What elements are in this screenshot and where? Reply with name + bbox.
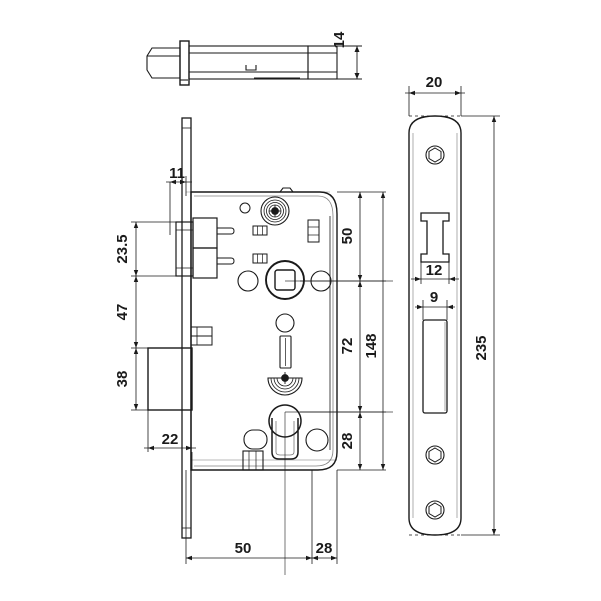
dim-label-9: 9 xyxy=(430,289,438,306)
front-slot-mid xyxy=(279,335,292,369)
front-deadbolt-block xyxy=(147,347,193,411)
reference-lines xyxy=(191,280,393,575)
top-view-faceplate xyxy=(179,40,190,86)
dim-28-arrow-t xyxy=(357,412,363,418)
front-pin-hole-a xyxy=(239,202,251,214)
front-case-outline xyxy=(190,191,338,471)
dim-28b-arrow-l xyxy=(312,555,318,561)
top-view-case-rear xyxy=(307,45,338,80)
faceplate-bolt-cutout xyxy=(422,319,448,414)
dim-label-50-bottom: 50 xyxy=(235,540,252,557)
dim-38-arrow-b xyxy=(133,404,139,410)
dim-20-arrow-r xyxy=(455,90,461,96)
dim-label-20: 20 xyxy=(426,74,443,91)
front-slot-right xyxy=(307,219,320,243)
dim-label-235: 235 xyxy=(473,335,490,360)
dim-12-arrow-l xyxy=(415,276,421,282)
dim-label-38: 38 xyxy=(114,371,131,388)
dim-label-47: 47 xyxy=(114,304,131,321)
dim-20-arrow-l xyxy=(409,90,415,96)
dim-22-arrow-l xyxy=(148,445,154,451)
dim-9-arrow-l xyxy=(417,304,423,310)
front-latch-body-upper xyxy=(192,217,218,249)
dim-top-thickness xyxy=(337,45,362,80)
top-view xyxy=(146,40,338,86)
front-view xyxy=(147,117,338,539)
dim-label-23-5: 23.5 xyxy=(114,234,131,263)
dim-11-arrow-l xyxy=(170,179,176,185)
front-bolt-guide-upper xyxy=(190,326,213,337)
dim-label-72: 72 xyxy=(339,338,356,355)
top-view-latch-bolt xyxy=(146,47,181,79)
dim-50b-arrow-r xyxy=(306,555,312,561)
dim-label-148: 148 xyxy=(363,333,380,358)
hex-screw-icon-3 xyxy=(425,500,445,520)
dim-50b-arrow-l xyxy=(186,555,192,561)
dim-label-28-bottom: 28 xyxy=(316,540,333,557)
front-bolt-guide-lower xyxy=(190,335,213,346)
front-follower xyxy=(265,260,305,300)
dim-235-arrow-b xyxy=(133,270,139,276)
dim-50-arrow-b xyxy=(357,275,363,281)
front-fixing-hole-left xyxy=(237,270,259,292)
front-case-inner xyxy=(194,195,334,467)
dim-label-12: 12 xyxy=(426,262,443,279)
front-latch-tail-lower xyxy=(216,257,235,265)
dim-label-14: 14 xyxy=(331,31,348,48)
top-view-case xyxy=(188,45,309,80)
dim-47-arrow-b xyxy=(133,342,139,348)
front-slot-bottom xyxy=(242,450,264,471)
dim-148-arrow-t xyxy=(380,192,386,198)
top-view-notch xyxy=(245,65,257,71)
dim-label-28-right: 28 xyxy=(339,433,356,450)
dim-28-arrow-b xyxy=(357,464,363,470)
dim-235-arrow-b xyxy=(491,529,497,535)
dim-50-arrow-t xyxy=(357,192,363,198)
hex-screw-icon-2 xyxy=(425,445,445,465)
hex-screw-icon-1 xyxy=(425,145,445,165)
front-hole-mid xyxy=(275,313,295,333)
dim-72-arrow-b xyxy=(357,406,363,412)
dim-9-arrow-r xyxy=(447,304,453,310)
dim-47-arrow-t xyxy=(133,276,139,282)
dim-14-arrow-bot xyxy=(354,73,360,79)
front-latch-body-lower xyxy=(192,247,218,279)
faceplate-latch-cutout xyxy=(420,212,450,263)
dim-22-arrow-r xyxy=(186,445,192,451)
front-screw-boss-lower xyxy=(267,372,303,396)
front-hole-left-lower xyxy=(243,429,268,450)
faceplate-view xyxy=(408,115,462,536)
front-latch-tail-upper xyxy=(216,227,235,235)
faceplate-outline xyxy=(408,115,462,536)
dim-label-50-right: 50 xyxy=(339,228,356,245)
front-screw-boss-top xyxy=(260,196,290,226)
dim-28b-arrow-r xyxy=(331,555,337,561)
front-slot-pair xyxy=(252,225,268,264)
front-hole-right-lower xyxy=(305,428,329,452)
dim-235-arrow-t xyxy=(133,222,139,228)
dim-38-arrow-t xyxy=(133,348,139,354)
dim-label-22: 22 xyxy=(162,431,179,448)
dim-11-arrow-r xyxy=(180,179,186,185)
dim-148-arrow-b xyxy=(380,464,386,470)
dim-235-arrow-t xyxy=(491,116,497,122)
dim-12-arrow-r xyxy=(449,276,455,282)
faceplate-dimensions xyxy=(405,86,500,536)
dim-72-arrow-t xyxy=(357,281,363,287)
front-case-top-notch xyxy=(279,187,294,193)
dim-14-arrow-top xyxy=(354,46,360,52)
dim-label-11: 11 xyxy=(169,165,185,182)
